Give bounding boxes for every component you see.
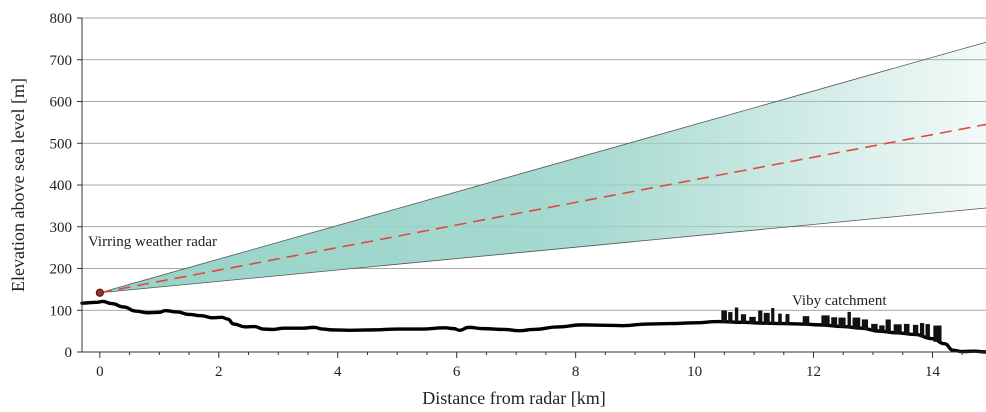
beam-lower-edge [99, 207, 986, 294]
x-tick-label-14: 14 [925, 364, 941, 380]
catchment-building-9 [785, 314, 790, 325]
catchment-building-11 [821, 315, 830, 327]
catchment-building-10 [802, 316, 810, 326]
catchment-building-20 [893, 324, 902, 334]
y-tick-label-300: 300 [50, 220, 73, 236]
catchment-building-12 [831, 317, 838, 327]
x-axis-title: Distance from radar [km] [422, 388, 605, 408]
catchment-building-17 [871, 323, 878, 332]
catchment-building-23 [919, 323, 925, 338]
beam-center-line [99, 123, 986, 294]
catchment-building-25 [933, 325, 942, 342]
y-tick-label-200: 200 [50, 262, 73, 278]
x-tick-label-12: 12 [806, 364, 821, 380]
catchment-building-0 [721, 310, 727, 323]
y-tick-label-700: 700 [50, 53, 73, 69]
radar-annotation: Virring weather radar [88, 234, 217, 250]
catchment-building-2 [734, 307, 739, 324]
y-tick-label-600: 600 [50, 95, 73, 111]
catchment-building-22 [912, 324, 919, 336]
catchment-building-13 [838, 317, 846, 328]
catchment-annotation: Viby catchment [792, 293, 887, 309]
x-tick-label-6: 6 [453, 364, 461, 380]
axes [77, 17, 986, 358]
radar-marker [95, 288, 104, 297]
x-tick-label-10: 10 [687, 364, 702, 380]
radar-beam [99, 41, 986, 294]
tick-labels: 0 100 200 300 400 500 600 700 800 0 2 4 6 8 10 12 14 [50, 11, 941, 380]
catchment-building-15 [852, 317, 861, 329]
x-tick-label-4: 4 [334, 364, 342, 380]
y-tick-label-500: 500 [50, 136, 73, 152]
catchment-building-7 [771, 308, 775, 325]
catchment-building-24 [925, 324, 930, 339]
beam-upper-edge [99, 41, 986, 294]
catchment-building-8 [778, 313, 782, 325]
catchment-building-16 [861, 319, 869, 330]
catchment-building-5 [758, 310, 763, 324]
y-tick-label-800: 800 [50, 11, 73, 27]
catchment-building-14 [847, 311, 851, 329]
catchment-buildings [721, 307, 942, 342]
catchment-building-6 [763, 312, 770, 325]
catchment-building-19 [885, 319, 891, 333]
catchment-building-1 [728, 312, 733, 323]
x-tick-label-2: 2 [215, 364, 223, 380]
y-tick-label-400: 400 [50, 178, 73, 194]
catchment-building-4 [749, 316, 756, 324]
catchment-building-3 [740, 314, 747, 324]
y-axis-title: Elevation above sea level [m] [8, 78, 28, 292]
catchment-building-18 [879, 325, 885, 333]
x-tick-label-8: 8 [572, 364, 580, 380]
catchment-building-21 [903, 323, 910, 335]
y-tick-label-0: 0 [65, 345, 73, 361]
x-tick-label-0: 0 [96, 364, 104, 380]
y-tick-label-100: 100 [50, 303, 73, 319]
